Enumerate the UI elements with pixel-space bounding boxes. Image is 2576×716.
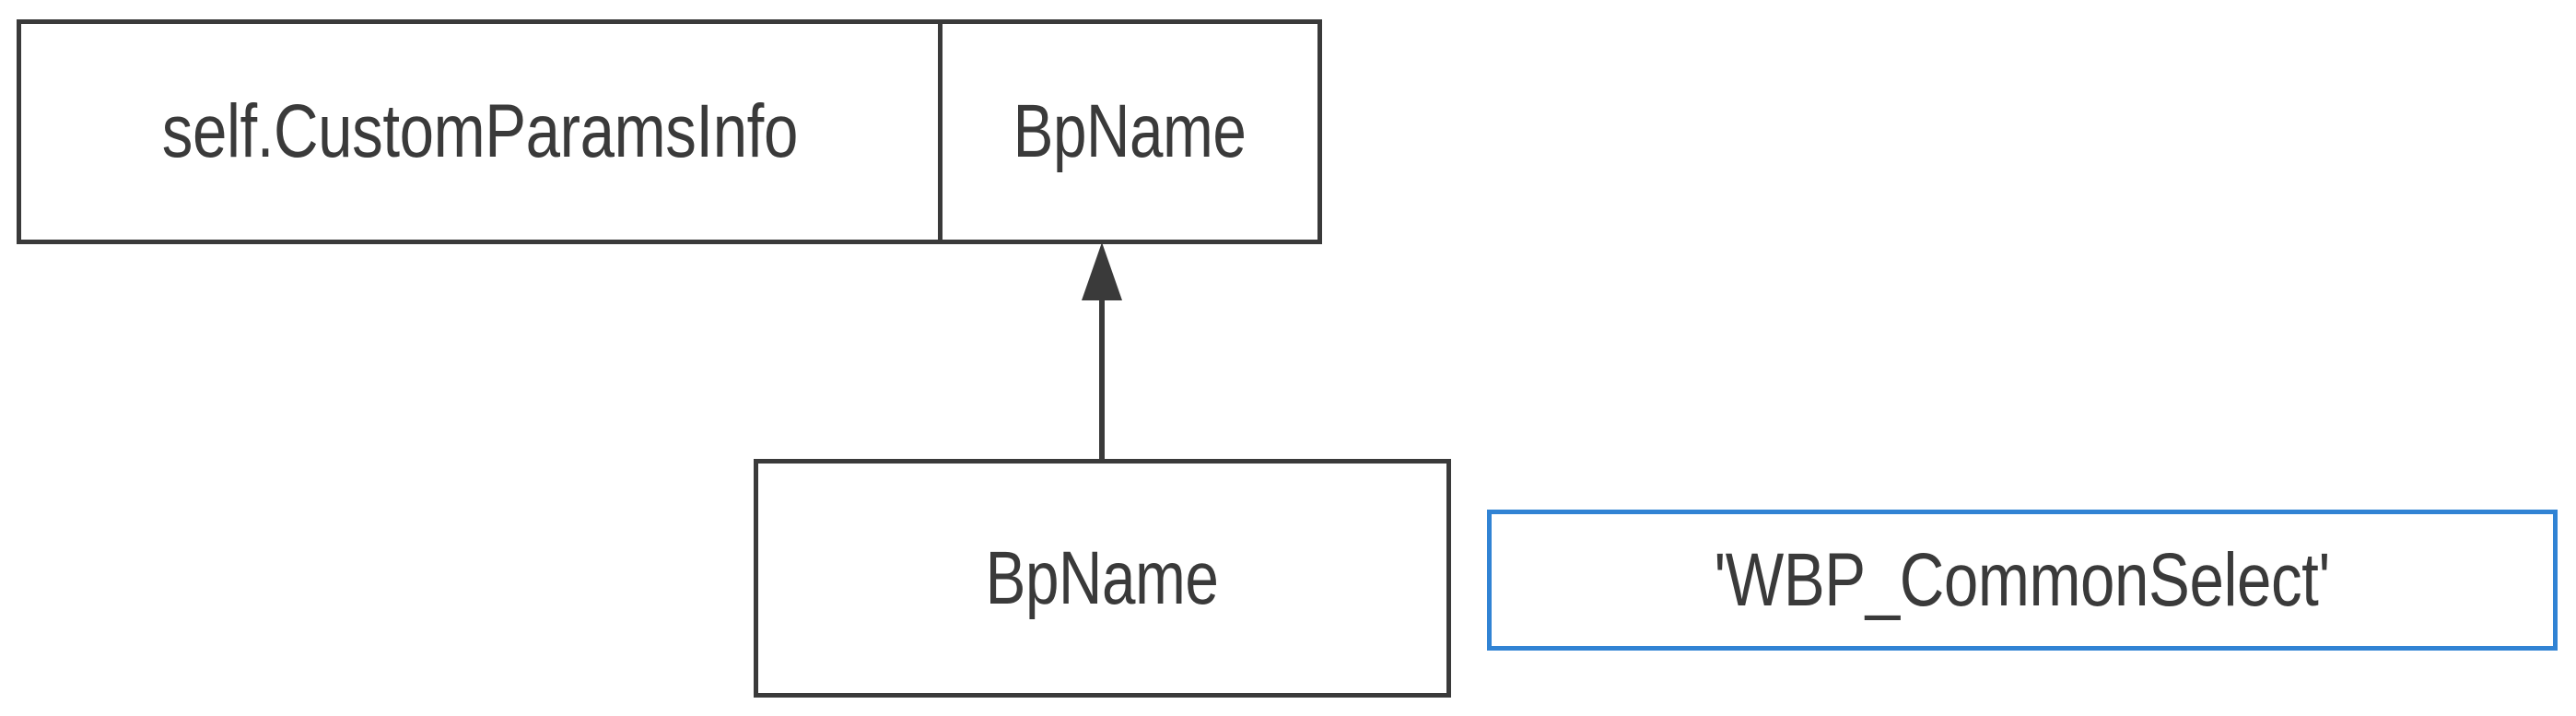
owner-node[interactable]: self.CustomParamsInfo BpName xyxy=(17,19,1322,244)
value-node[interactable]: 'WBP_CommonSelect' xyxy=(1487,510,2558,651)
assignment-edge xyxy=(1073,238,1130,464)
member-node-cell[interactable]: BpName xyxy=(758,464,1446,693)
member-node[interactable]: BpName xyxy=(754,459,1451,698)
value-node-cell[interactable]: 'WBP_CommonSelect' xyxy=(1492,514,2553,646)
owner-node-owner-cell[interactable]: self.CustomParamsInfo xyxy=(21,24,938,240)
member-node-label: BpName xyxy=(986,535,1219,620)
assignment-edge-svg xyxy=(1082,242,1122,464)
owner-node-member-cell[interactable]: BpName xyxy=(938,24,1317,240)
value-node-label: 'WBP_CommonSelect' xyxy=(1714,537,2331,622)
owner-node-member-label: BpName xyxy=(1013,89,1247,173)
owner-node-owner-label: self.CustomParamsInfo xyxy=(161,89,798,173)
assignment-edge-arrowhead-icon xyxy=(1082,242,1122,300)
